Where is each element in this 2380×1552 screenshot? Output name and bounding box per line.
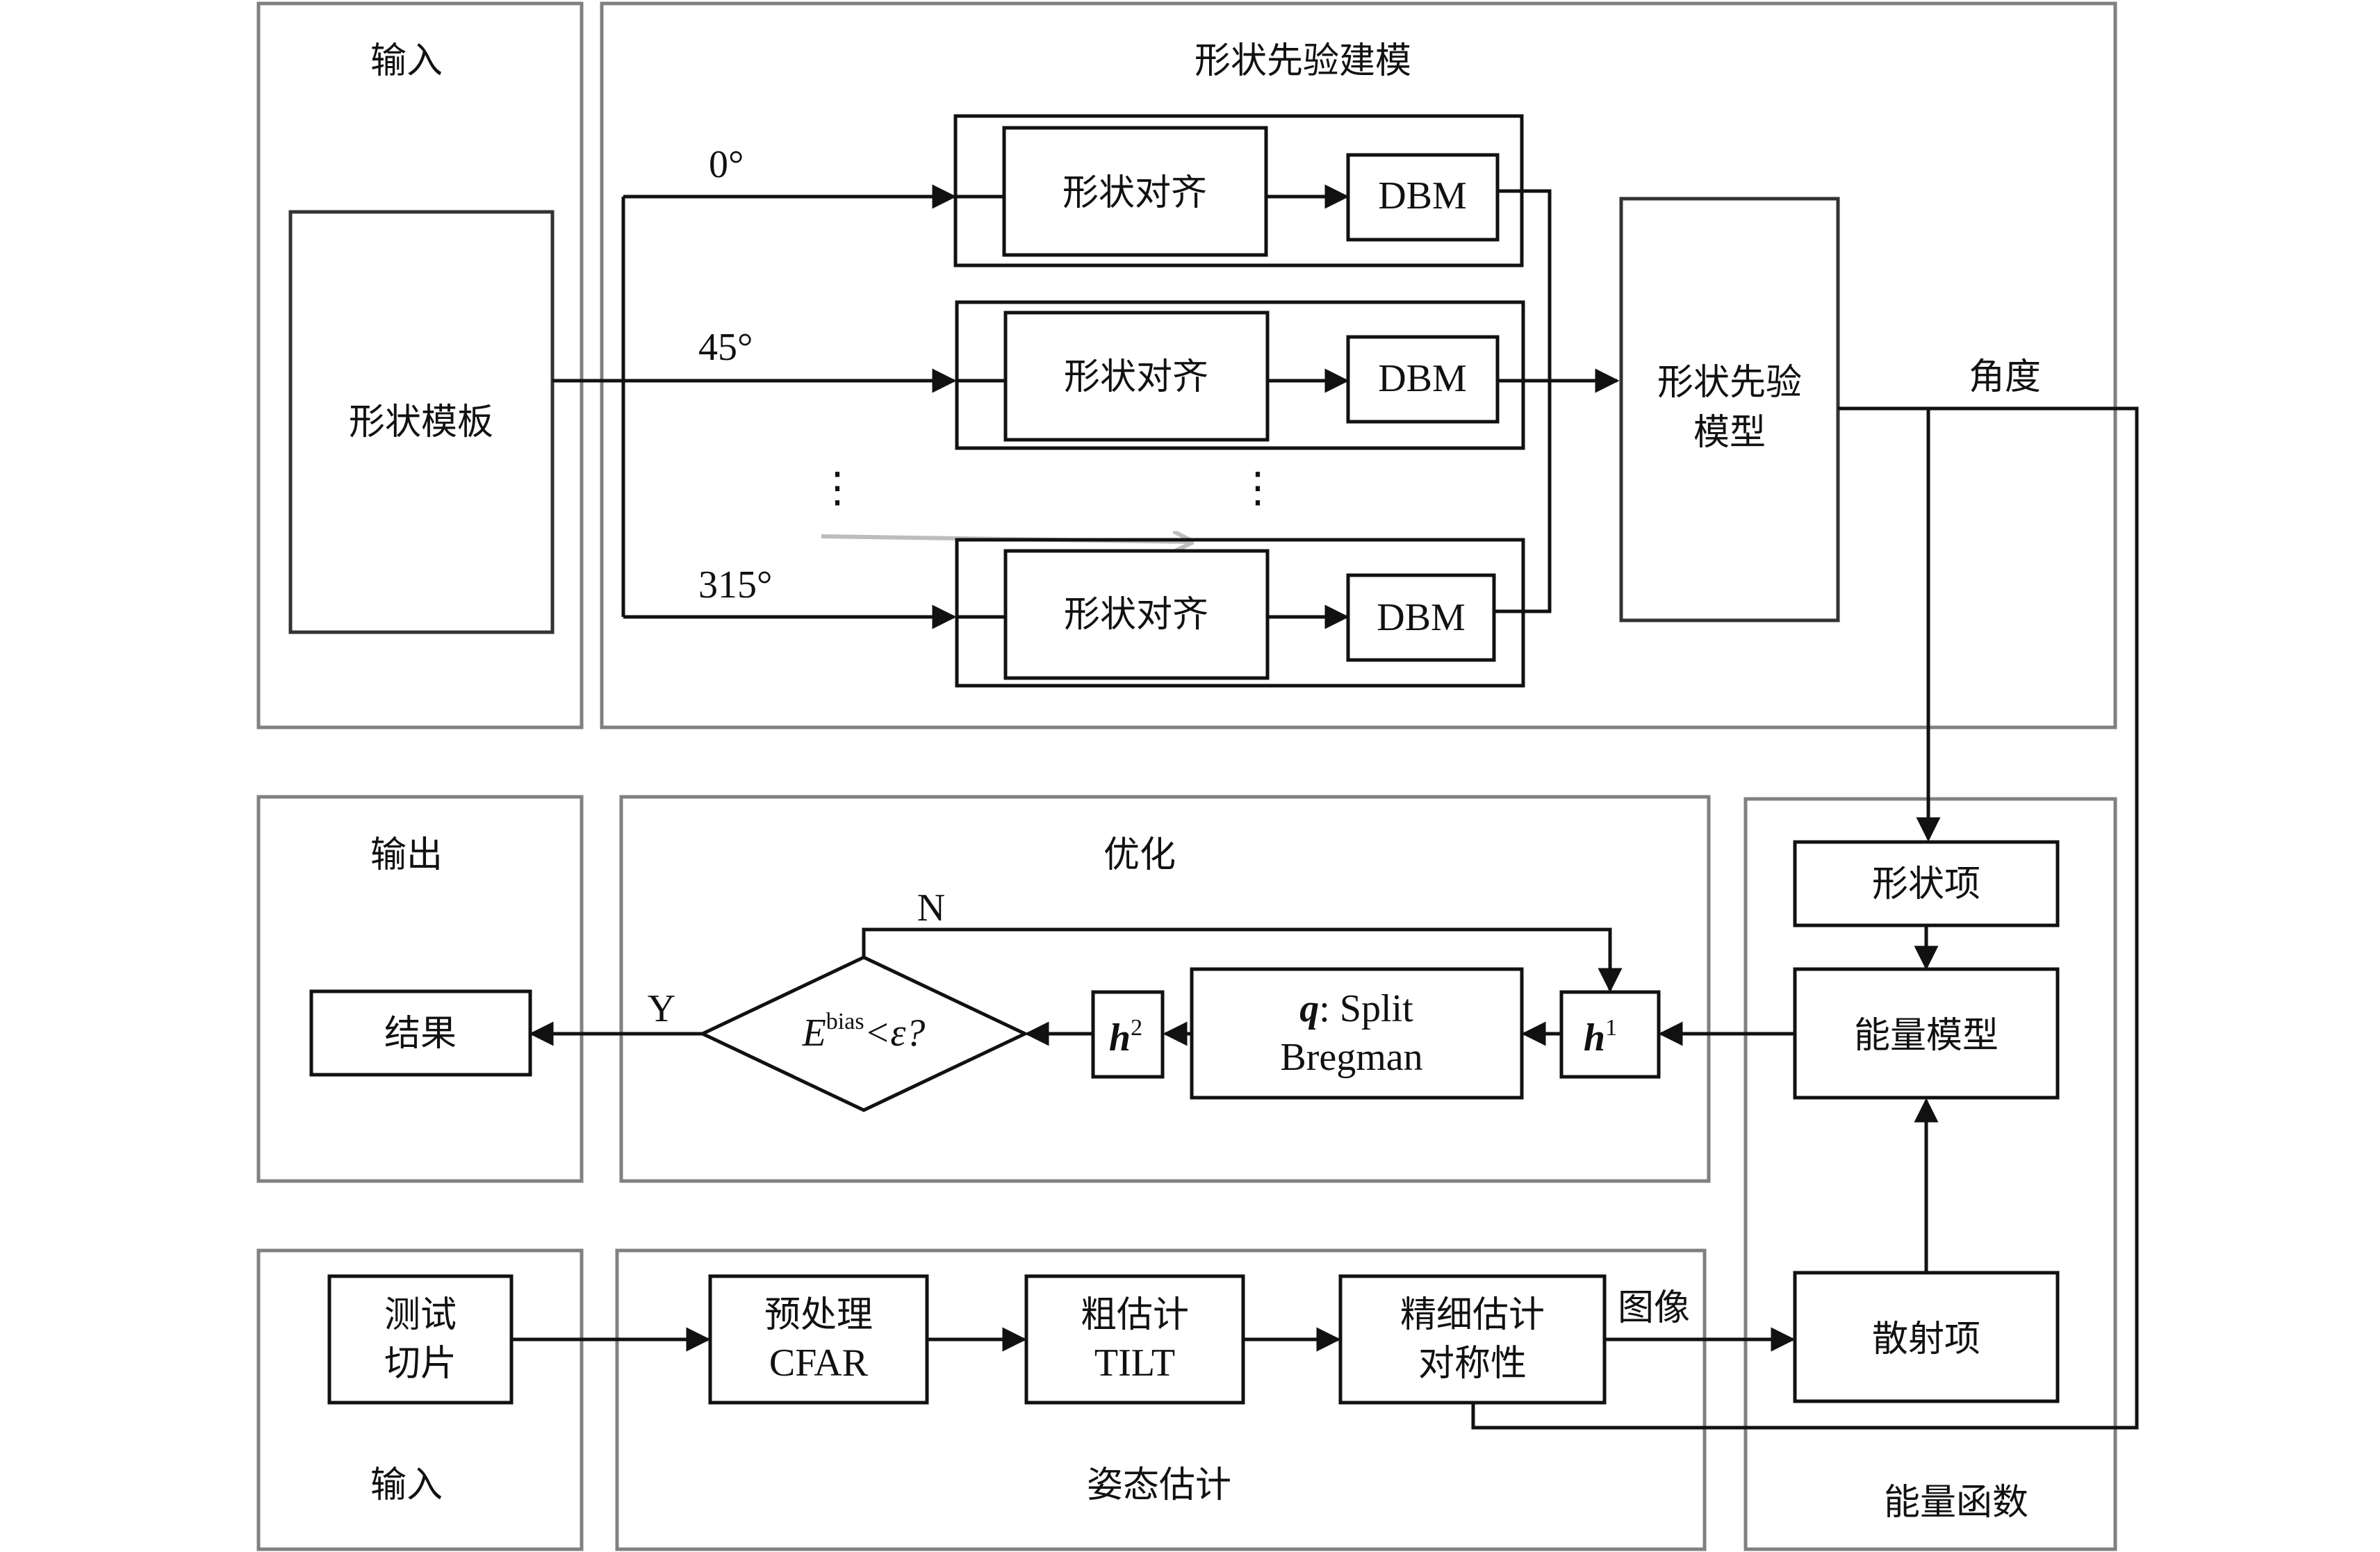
dbm-label-45: DBM (1378, 357, 1467, 400)
dbm-label-315: DBM (1377, 596, 1466, 639)
panel-pose-estimation: 姿态估计 (615, 1248, 1707, 1551)
scattering-term-label: 散射项 (1872, 1319, 1980, 1360)
panel-title-input-bottom: 输入 (370, 1464, 443, 1506)
h2-label: h2 (1109, 1015, 1142, 1059)
result-label: 结果 (384, 1013, 457, 1055)
h1-box: h1 (1559, 990, 1661, 1079)
shape-term-label: 形状项 (1872, 864, 1980, 905)
yes-label: Y (648, 987, 675, 1030)
panel-title-optimization: 优化 (1103, 834, 1176, 876)
fine-estimation-line1: 精细估计 (1400, 1294, 1545, 1336)
split-bregman-box: q: Split Bregman (1190, 967, 1524, 1100)
branch-0: 形状对齐 DBM (953, 114, 1552, 381)
panel-title-input-top: 输入 (370, 40, 443, 82)
convergence-decision: Ebias<ε? (698, 955, 1029, 1112)
energy-model-box: 能量模型 (1793, 967, 2060, 1100)
angle-output-label: 角度 (1969, 356, 2041, 398)
coarse-estimation-line2: TILT (1094, 1342, 1175, 1385)
angle-label-45: 45° (698, 326, 753, 369)
result-box: 结果 (309, 989, 532, 1077)
preprocess-line1: 预处理 (764, 1294, 873, 1336)
shape-align-label-315: 形状对齐 (1064, 594, 1208, 636)
shape-template-label: 形状模板 (349, 402, 493, 443)
angle-connectors (1471, 406, 2139, 1430)
h1-label: h1 (1584, 1015, 1617, 1059)
scattering-term-box: 散射项 (1793, 1271, 2060, 1403)
shape-prior-model-box: 形状先验 模型 (1619, 197, 1840, 622)
ellipsis-left: ⋮ (816, 463, 858, 512)
angle-label-0: 0° (709, 143, 744, 186)
dbm-box-315 (1346, 573, 1496, 662)
panel-output: 输出 (256, 795, 584, 1183)
angle-label-315: 315° (698, 563, 772, 606)
panel-shape-prior-modeling: 形状先验建模 (600, 1, 2117, 729)
shape-align-label-45: 形状对齐 (1064, 356, 1208, 398)
shape-align-box-315 (1003, 549, 1270, 680)
shape-prior-model-line2: 模型 (1693, 412, 1766, 454)
fine-estimation-line2: 对称性 (1418, 1343, 1527, 1385)
panel-title-output: 输出 (370, 834, 443, 876)
dbm-box-45 (1346, 335, 1500, 424)
fine-estimation-box: 精细估计 对称性 (1338, 1274, 1607, 1405)
preprocess-line2: CFAR (769, 1342, 869, 1385)
shape-prior-model-line1: 形状先验 (1657, 362, 1802, 404)
panel-title-pose-estimation: 姿态估计 (1087, 1464, 1231, 1506)
panel-title-shape-prior-modeling: 形状先验建模 (1195, 40, 1411, 82)
shape-term-box: 形状项 (1793, 840, 2060, 927)
branch-315: 形状对齐 DBM (955, 381, 1552, 688)
ellipsis-right: ⋮ (1237, 463, 1279, 512)
shape-align-box-45 (1003, 311, 1270, 442)
shape-align-box-0 (1002, 126, 1268, 257)
branch-45: 形状对齐 DBM (955, 300, 1620, 450)
preprocess-box: 预处理 CFAR (708, 1274, 929, 1405)
no-loop-connector (862, 927, 1623, 993)
dbm-box-0 (1346, 153, 1500, 242)
shape-align-label-0: 形状对齐 (1062, 172, 1207, 214)
split-bregman-line1: q: Split (1299, 987, 1413, 1030)
panel-input-bottom: 输入 (256, 1248, 584, 1551)
panel-energy-function: 能量函数 (1743, 797, 2117, 1551)
energy-model-label: 能量模型 (1854, 1015, 1999, 1057)
test-slice-box: 测试 切片 (327, 1274, 514, 1405)
panel-title-energy-function: 能量函数 (1884, 1482, 2028, 1524)
test-slice-line2: 切片 (384, 1343, 457, 1385)
split-bregman-line2: Bregman (1280, 1036, 1422, 1079)
panel-optimization: 优化 (619, 795, 1711, 1183)
shape-template-box: 形状模板 (288, 210, 555, 634)
coarse-estimation-line1: 粗估计 (1081, 1294, 1189, 1336)
h2-box: h2 (1091, 990, 1165, 1079)
dbm-label-0: DBM (1378, 174, 1467, 217)
panel-input-top: 输入 (256, 1, 584, 729)
image-label: 图像 (1618, 1287, 1690, 1329)
decision-label: Ebias<ε? (802, 1009, 926, 1055)
coarse-estimation-box: 粗估计 TILT (1024, 1274, 1245, 1405)
no-label: N (917, 886, 945, 930)
test-slice-line1: 测试 (384, 1294, 457, 1336)
